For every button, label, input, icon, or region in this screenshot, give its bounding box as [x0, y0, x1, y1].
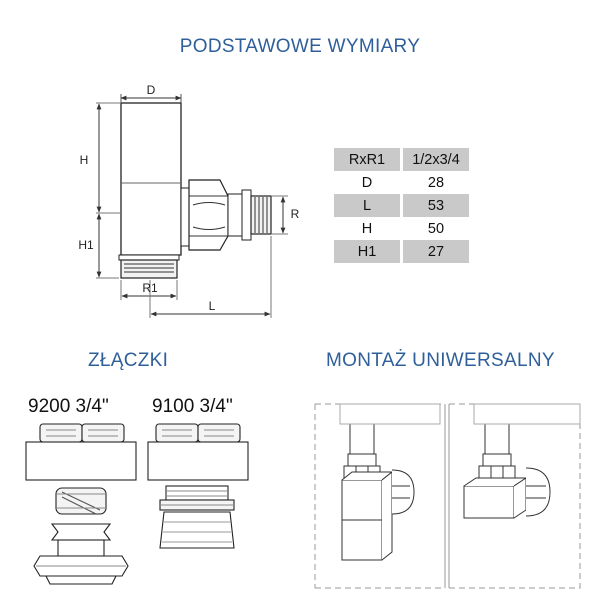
label-H: H: [80, 153, 89, 167]
table-row: RxR1 1/2x3/4: [334, 148, 469, 171]
mounting-panel-right: [448, 403, 581, 589]
table-cell-value: 53: [403, 194, 469, 217]
connector-9100-drawing: [147, 423, 249, 549]
dimensions-heading: PODSTAWOWE WYMIARY: [179, 36, 421, 57]
table-cell-name: H1: [334, 240, 403, 263]
connector-9200-drawing: [25, 423, 137, 585]
table-cell-value: 28: [427, 174, 445, 191]
table-cell-name: RxR1: [334, 148, 403, 171]
variant-label-9200: 9200 3/4": [28, 396, 109, 417]
connectors-heading: ZŁĄCZKI: [88, 350, 169, 371]
label-R: R: [291, 207, 300, 221]
table-row: D 28: [334, 171, 469, 194]
label-D: D: [147, 83, 156, 97]
table-cell-name: D: [334, 171, 403, 194]
label-R1: R1: [142, 281, 158, 295]
table-row: H 50: [334, 217, 469, 240]
table-cell-value: 1/2x3/4: [403, 148, 469, 171]
mounting-heading: MONTAŻ UNIWERSALNY: [326, 350, 555, 371]
mounting-panel-left: [314, 403, 446, 589]
dimensions-table: RxR1 1/2x3/4 D 28 L 53 H 50 H1 27: [334, 148, 469, 263]
variant-label-9100: 9100 3/4": [152, 396, 233, 417]
table-row: L 53: [334, 194, 469, 217]
label-H1: H1: [78, 238, 94, 252]
table-cell-name: L: [334, 194, 403, 217]
label-L: L: [209, 299, 216, 313]
table-cell-value: 50: [427, 220, 445, 237]
table-cell-name: H: [334, 217, 403, 240]
table-row: H1 27: [334, 240, 469, 263]
valve-dimension-drawing: [96, 94, 288, 318]
table-cell-value: 27: [403, 240, 469, 263]
